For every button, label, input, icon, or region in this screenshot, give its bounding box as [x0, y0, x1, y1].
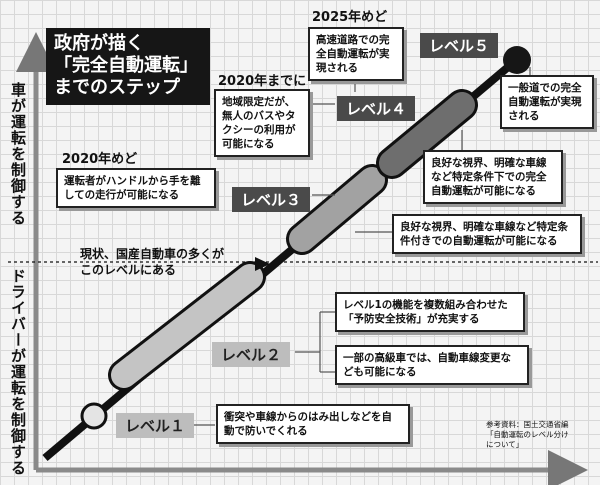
current-level-arrow	[255, 257, 270, 271]
title-line-2: 「完全自動運転」	[54, 55, 198, 76]
level-4-label: レベル４	[337, 96, 416, 121]
level1-description-box: 衝突や車線からのはみ出しなどを自動で防いでくれる	[216, 404, 410, 444]
level2-capsule-fill	[111, 264, 263, 388]
level2-description-box-a: レベル1の機能を複数組み合わせた「予防安全技術」が充実する	[335, 292, 525, 332]
current-note-line-1: 現状、国産自動車の多くが	[80, 247, 225, 261]
title-line-1: 政府が描く	[54, 33, 144, 54]
level4-capsule-fill	[379, 92, 475, 176]
level3-description-box-a: 運転者がハンドルから手を離しての走行が可能になる	[56, 168, 216, 208]
level3-description-box-b: 良好な視界、明確な車線など特定条件付きでの自動運転が可能になる	[392, 214, 582, 254]
level3-capsule-fill	[289, 167, 385, 252]
title-line-3: までのステップ	[54, 77, 180, 98]
current-note-line-2: このレベルにある	[80, 263, 177, 277]
level4-description-box-c: 高速道路での完全自動運転が実現される	[308, 27, 404, 81]
year-label-2020-by: 2020年までに	[218, 74, 307, 89]
level-5-label: レベル５	[420, 33, 499, 58]
level-2-label: レベル２	[212, 342, 291, 367]
reference-source: 参考資料：国土交通省編 「自動運転のレベル分け について」	[486, 420, 569, 450]
reference-line-1: 参考資料：国土交通省編	[486, 420, 569, 429]
year-label-2020-around: 2020年めど	[62, 152, 138, 167]
year-label-2025: 2025年めど	[312, 10, 388, 25]
reference-line-3: について」	[486, 440, 524, 449]
level-3-label: レベル３	[232, 187, 311, 212]
level5-circle	[503, 46, 531, 74]
level5-description-box: 一般道での完全自動運転が実現される	[500, 75, 594, 129]
current-status-note: 現状、国産自動車の多くが このレベルにある	[80, 246, 224, 278]
level4-description-box-b: 良好な視界、明確な車線など特定条件下での完全自動運転が可能になる	[423, 150, 563, 204]
axis-label-car-controls: 車が運転を制御する	[9, 82, 27, 226]
level-1-label: レベル１	[116, 413, 195, 438]
level1-circle	[80, 402, 108, 430]
diagram-title: 政府が描く 「完全自動運転」 までのステップ	[46, 28, 210, 105]
level4-description-box-a: 地域限定だが、無人のバスやタクシーの利用が可能になる	[214, 89, 310, 157]
level2-description-box-b: 一部の高級車では、自動車線変更なども可能になる	[335, 345, 529, 385]
reference-line-2: 「自動運転のレベル分け	[486, 430, 569, 439]
axis-label-driver-controls: ドライバーが運転を制御する	[9, 268, 27, 476]
